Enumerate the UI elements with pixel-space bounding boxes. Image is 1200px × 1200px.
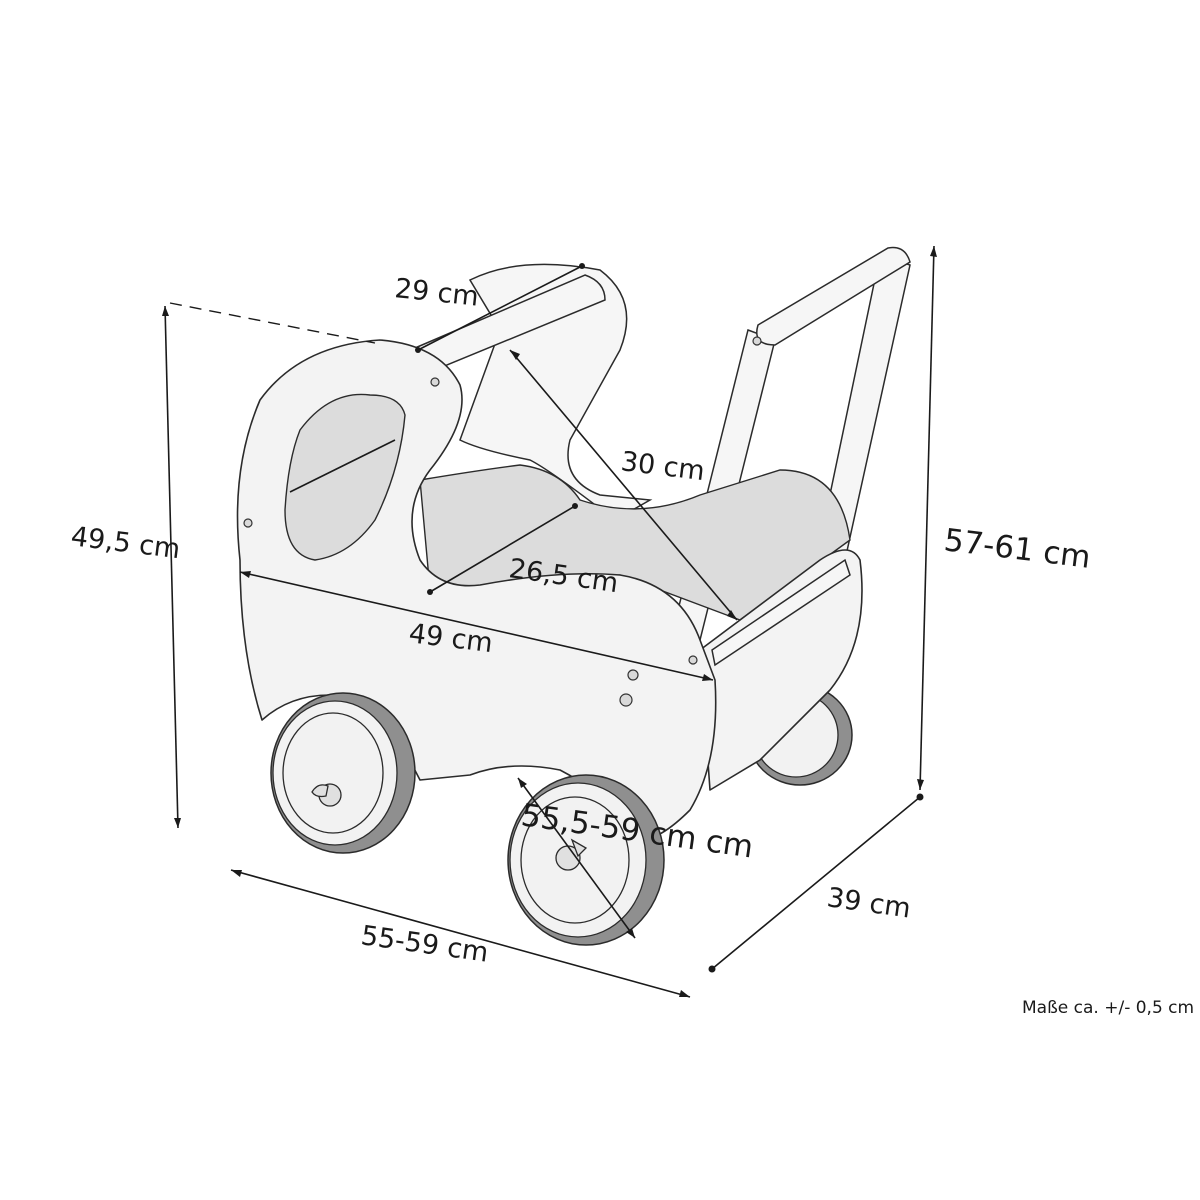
total-height-label: 57-61 cm	[942, 522, 1092, 576]
dimension-lines	[162, 245, 937, 998]
screw-icon	[627, 669, 639, 681]
pram-rear-side	[699, 549, 863, 791]
hood-window	[284, 393, 406, 561]
screw-icon	[688, 655, 698, 665]
tolerance-note: Maße ca. +/- 0,5 cm	[1022, 998, 1194, 1018]
handle-screw-icon	[752, 336, 762, 346]
screw-icon	[619, 693, 633, 707]
screw-icon	[430, 377, 440, 387]
total-width-label: 39 cm	[825, 882, 913, 924]
screw-icon	[243, 518, 253, 528]
hood	[413, 263, 653, 521]
total-length-label: 55-59 cm	[359, 920, 490, 969]
body-height-label: 49,5 cm	[69, 521, 182, 565]
front-wheel-left	[270, 692, 416, 854]
inner-diagonal-label: 30 cm	[619, 446, 706, 487]
roof-width-label: 29 cm	[393, 273, 480, 313]
